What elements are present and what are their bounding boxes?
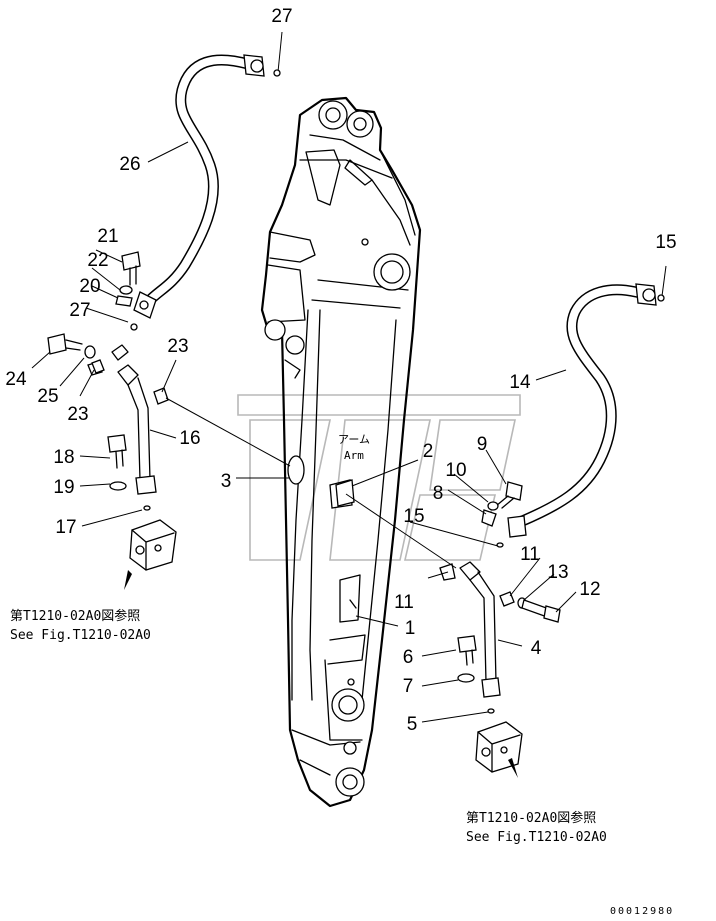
- label-2: 2: [423, 441, 434, 462]
- label-18: 18: [53, 447, 74, 468]
- label-27-top: 27: [271, 6, 292, 27]
- label-15-upper: 15: [655, 232, 676, 253]
- arm-label-jp: アーム: [338, 433, 370, 446]
- watermark: [237, 394, 521, 561]
- ref-right-en: See Fig.T1210-02A0: [466, 830, 607, 845]
- label-26: 26: [119, 154, 140, 175]
- label-24: 24: [5, 369, 27, 390]
- label-11-right: 11: [520, 544, 540, 565]
- label-17: 17: [55, 517, 76, 538]
- label-6: 6: [403, 647, 414, 668]
- label-8: 8: [433, 483, 444, 504]
- drawing-code: 00012980: [610, 906, 674, 917]
- arm-label-en: Arm: [344, 449, 364, 462]
- label-7: 7: [403, 676, 414, 697]
- label-12: 12: [579, 579, 600, 600]
- leader-lines: [31, 31, 667, 723]
- label-21: 21: [97, 226, 118, 247]
- text-notes: アーム Arm 第T1210-02A0図参照 See Fig.T1210-02A…: [10, 433, 674, 917]
- ref-right-jp: 第T1210-02A0図参照: [466, 810, 596, 826]
- label-23-right: 23: [167, 336, 188, 357]
- label-4: 4: [531, 638, 542, 659]
- label-11-left: 11: [394, 592, 414, 613]
- hose-14: [507, 283, 657, 538]
- label-14: 14: [509, 372, 531, 393]
- label-16: 16: [179, 428, 200, 449]
- label-19: 19: [53, 477, 74, 498]
- tube-4-assembly: [335, 479, 561, 778]
- label-22: 22: [87, 250, 108, 271]
- label-3: 3: [221, 471, 232, 492]
- label-25: 25: [37, 386, 58, 407]
- tube-16-assembly: [47, 251, 177, 590]
- label-1: 1: [405, 618, 416, 639]
- label-27-left: 27: [69, 300, 90, 321]
- hose-26: [133, 54, 265, 319]
- label-9: 9: [477, 434, 488, 455]
- label-20: 20: [79, 276, 100, 297]
- label-13: 13: [547, 562, 568, 583]
- label-15-lower: 15: [403, 506, 424, 527]
- part-numbers: 27 26 21 22 20 27 23 24 25 23 16 18 19 1…: [5, 6, 676, 735]
- label-5: 5: [407, 714, 418, 735]
- arm-body: [260, 96, 422, 808]
- ref-left-jp: 第T1210-02A0図参照: [10, 608, 140, 624]
- ref-left-en: See Fig.T1210-02A0: [10, 628, 151, 643]
- label-10: 10: [445, 460, 466, 481]
- label-23-left: 23: [67, 404, 88, 425]
